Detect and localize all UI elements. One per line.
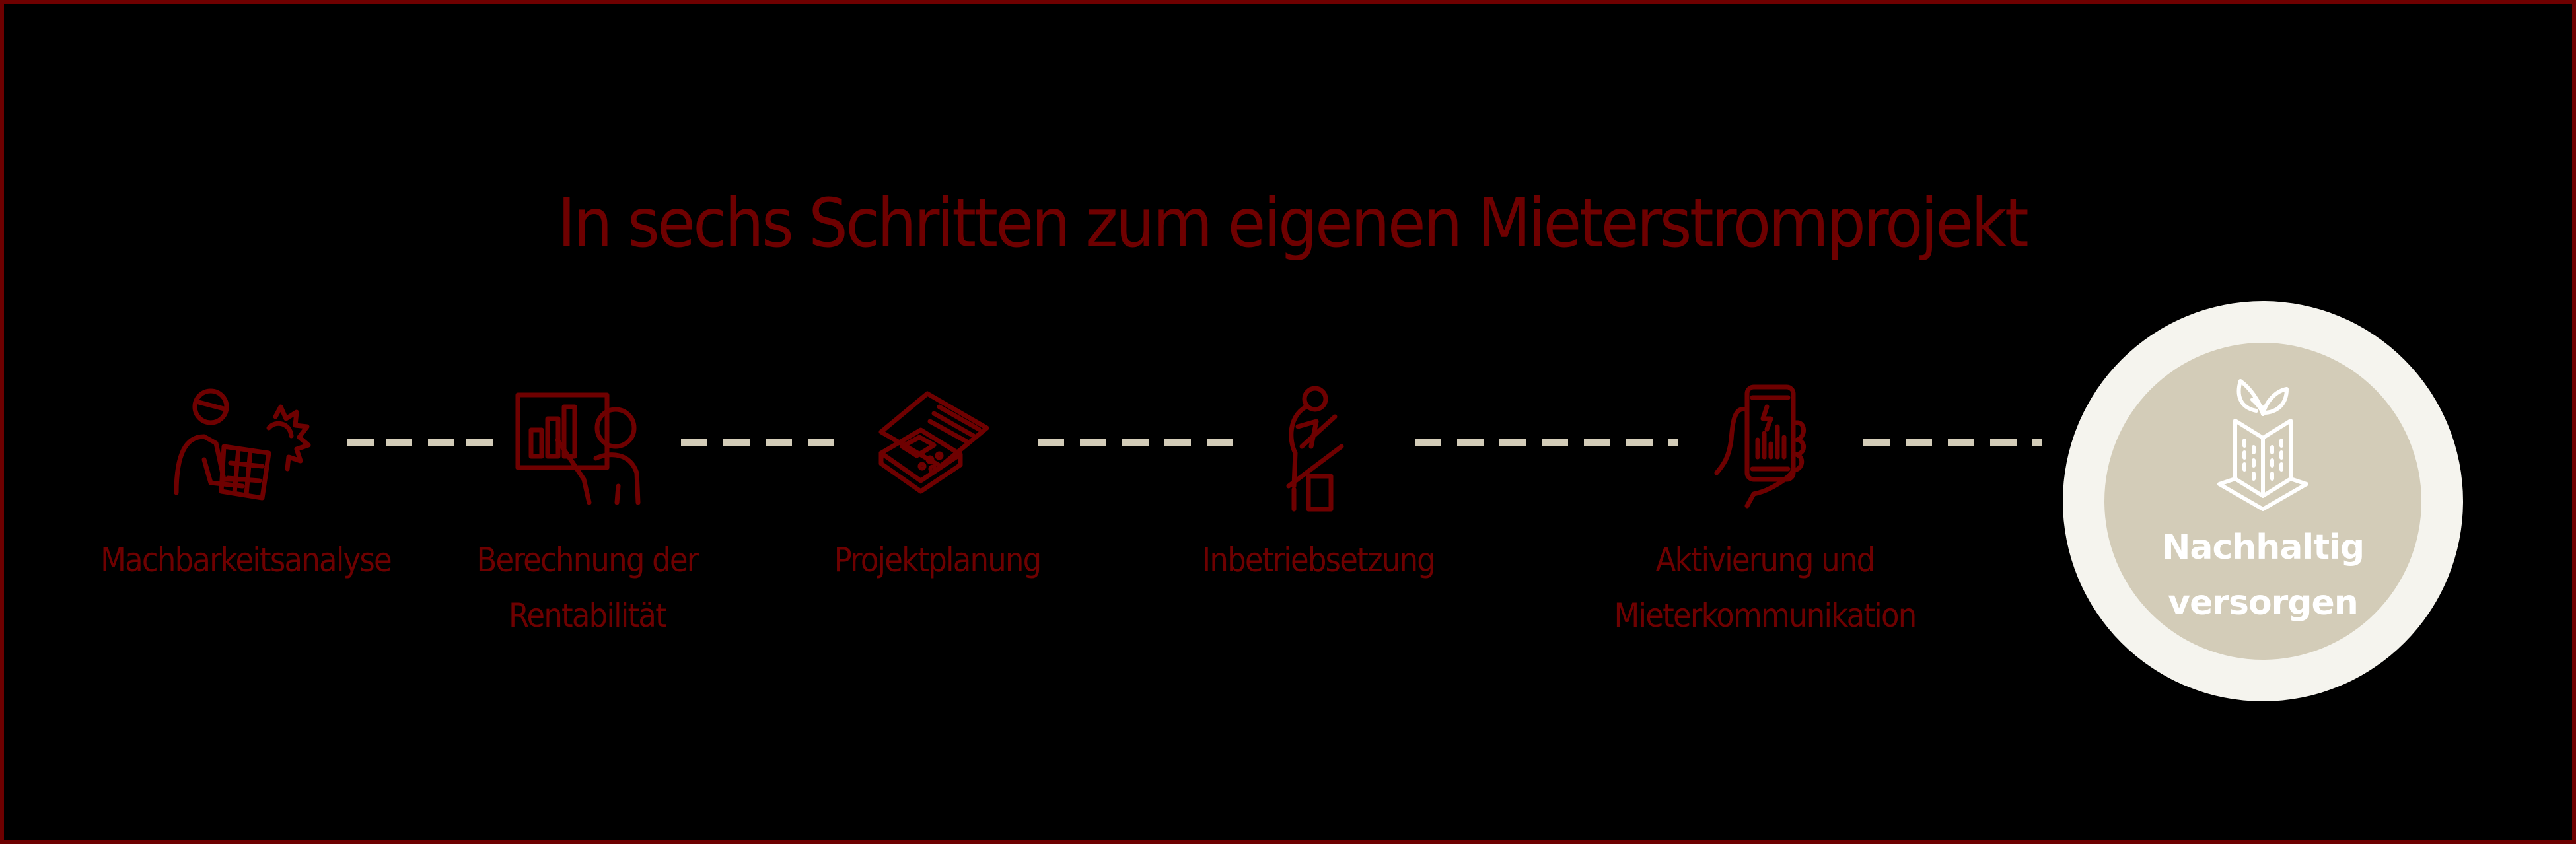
step-label: Machbarkeitsanalyse <box>100 541 392 579</box>
connector-2 <box>681 439 834 446</box>
presentation-chart-icon <box>511 380 663 512</box>
step-label: Berechnung der Rentabilität <box>476 541 699 635</box>
step-label: Aktivierung und Mieterkommunikation <box>1614 541 1917 635</box>
connector-3 <box>1038 439 1233 446</box>
connector-4 <box>1415 439 1678 446</box>
step-label: Projektplanung <box>834 541 1042 579</box>
blueprint-calculator-icon <box>861 380 1013 512</box>
connector-1 <box>347 439 493 446</box>
page-title: In sechs Schritten zum eigenen Mieterstr… <box>557 184 2029 263</box>
worker-installing-panel-icon <box>1242 380 1394 512</box>
final-step-label: Nachhaltig versorgen <box>2161 528 2365 623</box>
connector-5 <box>1863 439 2042 446</box>
final-step-inner: Nachhaltig versorgen <box>2104 343 2421 660</box>
engineer-with-solar-panel-icon <box>170 380 322 512</box>
green-building-leaf-icon <box>2197 368 2329 520</box>
final-step-badge: Nachhaltig versorgen <box>2063 301 2463 701</box>
hand-holding-phone-energy-icon <box>1689 380 1841 512</box>
step-label: Inbetriebsetzung <box>1201 541 1436 579</box>
